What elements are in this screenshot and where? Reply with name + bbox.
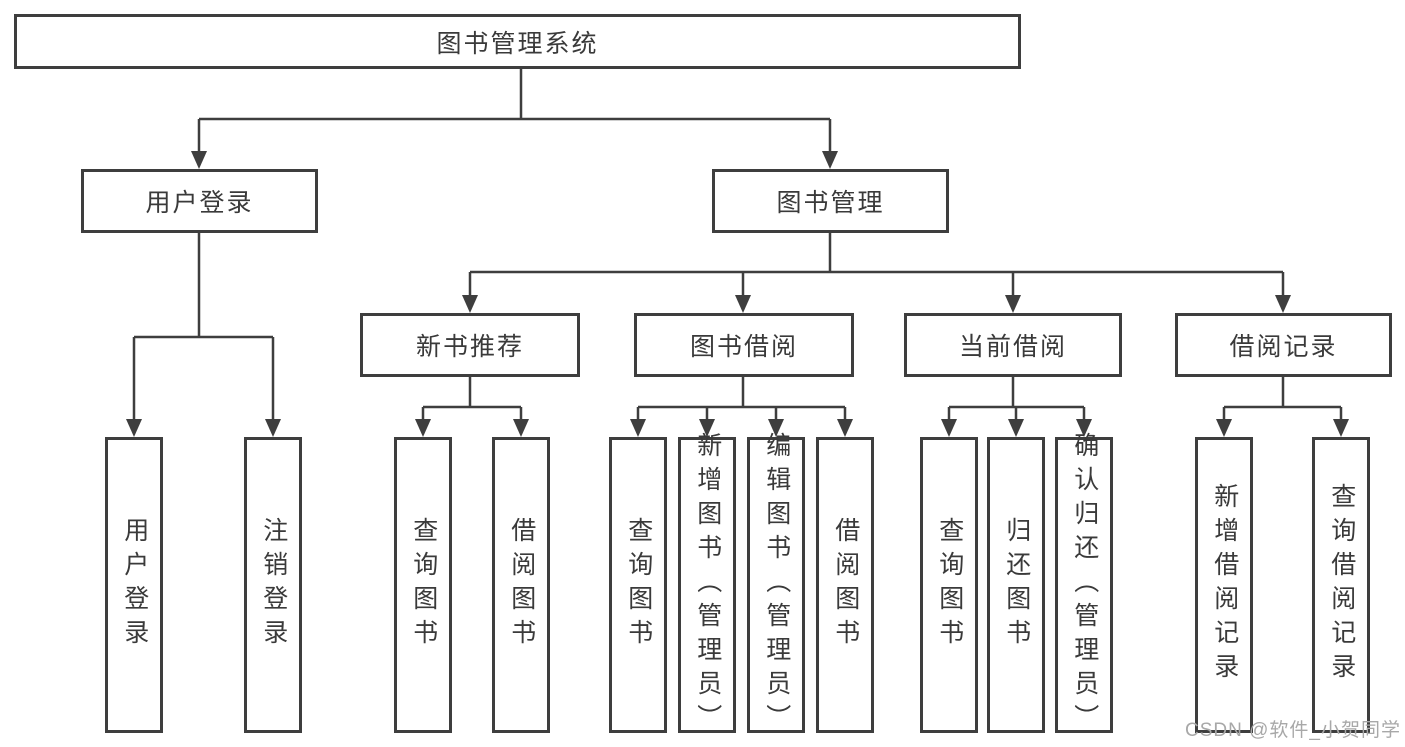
node-current-borrowing-label: 当前借阅 bbox=[958, 333, 1067, 361]
csdn-watermark: CSDN @软件_小贺同学 bbox=[1185, 720, 1401, 741]
leaf-user-login: 用户登录 bbox=[105, 437, 163, 733]
leaf-borrow-books-borrowing: 借阅图书 bbox=[816, 437, 874, 733]
node-user-login: 用户登录 bbox=[81, 169, 318, 233]
leaf-query-borrow-record-label: 查询借阅记录 bbox=[1327, 483, 1356, 687]
node-borrowing-records-label: 借阅记录 bbox=[1229, 333, 1338, 361]
leaf-query-books-current: 查询图书 bbox=[920, 437, 978, 733]
node-new-book-recommend-label: 新书推荐 bbox=[415, 333, 524, 361]
node-borrowing-records: 借阅记录 bbox=[1175, 313, 1392, 377]
leaf-logout: 注销登录 bbox=[244, 437, 302, 733]
leaf-edit-books-admin: 编辑图书（管理员） bbox=[747, 432, 805, 738]
leaf-borrow-books-recommend: 借阅图书 bbox=[492, 437, 550, 733]
leaf-logout-label: 注销登录 bbox=[259, 517, 288, 653]
node-current-borrowing: 当前借阅 bbox=[904, 313, 1122, 377]
node-new-book-recommend: 新书推荐 bbox=[360, 313, 580, 377]
leaf-return-books-label: 归还图书 bbox=[1002, 517, 1031, 653]
leaf-borrow-books-borrowing-label: 借阅图书 bbox=[831, 517, 860, 653]
node-book-borrowing-label: 图书借阅 bbox=[689, 333, 798, 361]
leaf-query-books-current-label: 查询图书 bbox=[935, 517, 964, 653]
connector-strokes bbox=[132, 68, 1343, 421]
leaf-query-books-borrowing-label: 查询图书 bbox=[624, 517, 653, 653]
leaf-add-borrow-record: 新增借阅记录 bbox=[1195, 437, 1253, 733]
leaf-query-books-recommend: 查询图书 bbox=[394, 437, 452, 733]
leaf-add-books-admin: 新增图书（管理员） bbox=[678, 432, 736, 738]
node-root-label: 图书管理系统 bbox=[436, 29, 599, 58]
leaf-confirm-return-admin: 确认归还（管理员） bbox=[1055, 432, 1113, 738]
leaf-add-borrow-record-label: 新增借阅记录 bbox=[1210, 483, 1239, 687]
connector-arrowheads bbox=[126, 151, 1349, 437]
node-root: 图书管理系统 bbox=[14, 14, 1021, 69]
node-book-management: 图书管理 bbox=[712, 169, 949, 233]
leaf-user-login-label: 用户登录 bbox=[120, 517, 149, 653]
leaf-query-books-borrowing: 查询图书 bbox=[609, 437, 667, 733]
leaf-return-books: 归还图书 bbox=[987, 437, 1045, 733]
node-user-login-label: 用户登录 bbox=[145, 189, 254, 217]
leaf-add-books-admin-label: 新增图书（管理员） bbox=[693, 432, 722, 738]
node-book-management-label: 图书管理 bbox=[776, 189, 885, 217]
node-book-borrowing: 图书借阅 bbox=[634, 313, 854, 377]
leaf-confirm-return-admin-label: 确认归还（管理员） bbox=[1070, 432, 1099, 738]
leaf-edit-books-admin-label: 编辑图书（管理员） bbox=[762, 432, 791, 738]
leaf-query-borrow-record: 查询借阅记录 bbox=[1312, 437, 1370, 733]
leaf-query-books-recommend-label: 查询图书 bbox=[409, 517, 438, 653]
leaf-borrow-books-recommend-label: 借阅图书 bbox=[507, 517, 536, 653]
